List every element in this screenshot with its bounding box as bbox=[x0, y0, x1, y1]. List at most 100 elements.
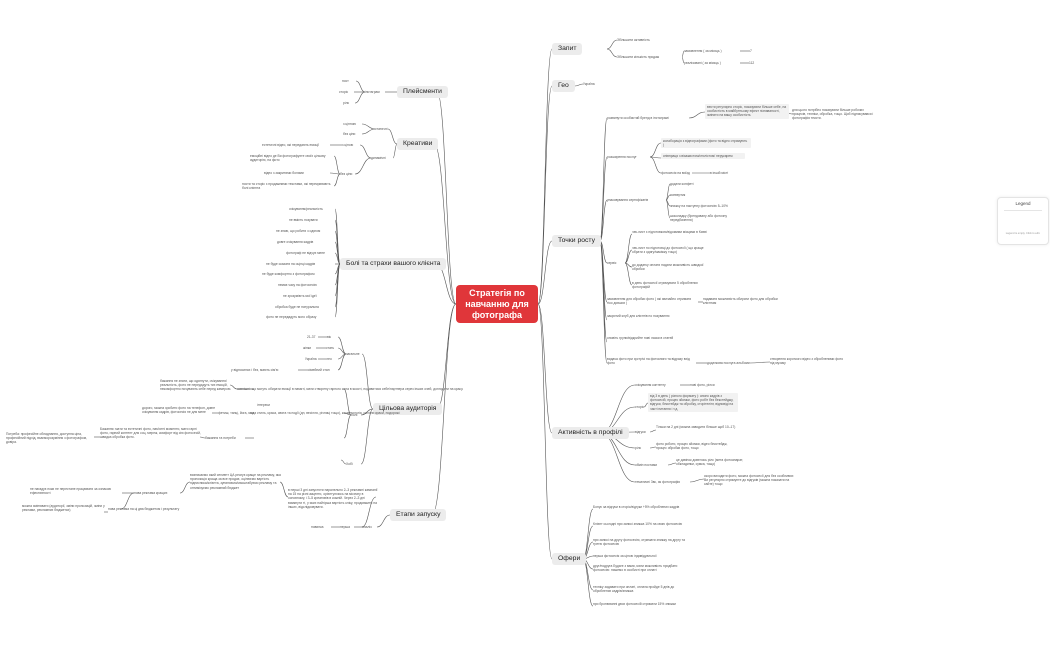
offer-item[interactable]: при записі на другу фотосесію, отримати … bbox=[593, 538, 685, 547]
growth-item[interactable]: оновіть групи/відкрийте нові ласки в ста… bbox=[607, 336, 674, 340]
pain-item[interactable]: немає часу на фотосесію bbox=[278, 283, 317, 287]
growth-item[interactable]: додаткова послуга альбоми bbox=[707, 361, 750, 365]
audience-item[interactable]: бажання не знати, що одягнути, очікуванн… bbox=[160, 379, 232, 392]
growth-item[interactable]: замовлення для обробки фото ( які звичай… bbox=[607, 297, 692, 306]
branch-pains[interactable]: Болі та страхи вашого клієнта bbox=[340, 258, 447, 270]
activity-item[interactable]: фото роботи, процес зйомки, відео бексте… bbox=[656, 442, 728, 451]
audience-item[interactable]: загальне bbox=[346, 352, 360, 356]
creative-item[interactable]: відео з закритими болями bbox=[264, 171, 304, 175]
creative-item[interactable]: без ціни bbox=[343, 132, 356, 136]
growth-item[interactable]: конвертик bbox=[670, 193, 686, 197]
activity-item[interactable]: від 3 в день ( різного формату ): анонс … bbox=[648, 393, 738, 412]
zapyt-value[interactable]: 112 bbox=[749, 61, 755, 65]
zapyt-item[interactable]: Збільшити активність bbox=[617, 38, 650, 42]
activity-item[interactable]: сторіс bbox=[635, 405, 645, 409]
pain-item[interactable]: не буде сказати на оцінці кадрів bbox=[266, 262, 316, 266]
audience-item[interactable]: сімейний стан bbox=[308, 368, 330, 372]
offer-item[interactable]: друг/подруга Будьте з вами, мати можливі… bbox=[593, 564, 678, 573]
placement-item[interactable]: інстаграм bbox=[365, 90, 380, 94]
branch-geo[interactable]: Гео bbox=[552, 80, 575, 92]
zapyt-item[interactable]: реалізовані ( за місяць ) bbox=[684, 61, 721, 65]
central-topic[interactable]: Стратегія по навчанню для фотографа bbox=[456, 285, 538, 323]
pain-item[interactable]: не буде комфортно з фотографом bbox=[262, 272, 315, 276]
audience-item[interactable]: 21-37 bbox=[307, 335, 316, 339]
growth-item[interactable]: колаборація з відеографами (фото та віде… bbox=[661, 138, 751, 149]
growth-item[interactable]: фотосесія на виїзд bbox=[661, 171, 690, 175]
audience-item[interactable]: Україна bbox=[305, 357, 317, 361]
audience-item[interactable]: дорого, можна зробити фото на телефон, д… bbox=[142, 406, 216, 415]
geo-item[interactable]: Україна bbox=[583, 82, 595, 86]
audience-item[interactable]: Потреба: професійне обладнання, доступна… bbox=[6, 432, 87, 445]
activity-item[interactable]: відгуки bbox=[635, 430, 646, 434]
creative-item[interactable]: без ціни bbox=[340, 172, 353, 176]
launch-item[interactable]: в перші 3 дні запустити паралельно 2–3 р… bbox=[288, 488, 378, 509]
audience-item[interactable]: Хобі bbox=[346, 462, 353, 466]
launch-item[interactable]: не нагадує поки не перестане працювати з… bbox=[30, 487, 112, 496]
audience-item[interactable]: у відносинах і без, мають сім'ю bbox=[231, 368, 279, 372]
growth-item[interactable]: в день фотосесії отримувати 5 оброблених… bbox=[632, 281, 698, 290]
growth-item[interactable]: знижку на наступну фотосесію 5–10% bbox=[670, 204, 728, 208]
growth-item[interactable]: вести регулярно сторіс, показувати більш… bbox=[705, 104, 789, 119]
creative-item[interactable]: статичні bbox=[375, 127, 388, 131]
audience-item[interactable]: вік bbox=[327, 335, 331, 339]
creative-item[interactable]: динамічні bbox=[371, 156, 386, 160]
launch-item[interactable]: новинка bbox=[311, 525, 324, 529]
branch-activity[interactable]: Активність в профілі bbox=[552, 427, 629, 439]
offer-item[interactable]: Клієнт сьогодні при записі знижка 10% на… bbox=[593, 522, 683, 526]
branch-offers[interactable]: Офери bbox=[552, 553, 587, 565]
branch-growth[interactable]: Точки росту bbox=[552, 235, 601, 247]
audience-item[interactable]: зовнішні: що могуть обирати емоції в пам… bbox=[237, 387, 464, 391]
growth-item[interactable]: надавати можливість обирати фото для обр… bbox=[703, 297, 778, 306]
placement-item[interactable]: пост bbox=[342, 79, 349, 83]
activity-item[interactable]: скоро виходити фото, можна фотосесії для… bbox=[704, 474, 795, 487]
pain-item[interactable]: не вмієть позувати bbox=[289, 218, 318, 222]
audience-item[interactable]: стать bbox=[326, 346, 335, 350]
growth-item[interactable]: сервіс bbox=[607, 261, 617, 265]
branch-creatives[interactable]: Креативи bbox=[397, 138, 439, 150]
placement-item[interactable]: рілс bbox=[343, 101, 350, 105]
creative-item[interactable]: з ціною bbox=[342, 143, 354, 147]
growth-item[interactable]: для цього потрібно показувати більше роб… bbox=[792, 108, 874, 121]
audience-item[interactable]: бажання та потреби bbox=[205, 436, 236, 440]
audience-item[interactable]: гео bbox=[327, 357, 332, 361]
pain-item[interactable]: обробка буде не натуральна bbox=[275, 305, 319, 309]
launch-item[interactable]: перша bbox=[340, 525, 350, 529]
growth-item[interactable]: шоколадку (брендовану або фоточну передб… bbox=[670, 214, 727, 223]
pain-item[interactable]: фотограф не відчує мене bbox=[286, 251, 325, 255]
growth-item[interactable]: розвинути особистий бренд в інстаграмі bbox=[607, 116, 669, 120]
creative-item[interactable]: естетичні відео, які передають емоції bbox=[262, 143, 319, 147]
launch-item[interactable]: аналіз bbox=[362, 525, 372, 529]
activity-item[interactable]: це дзвінок довелось рілс (мета фотоапара… bbox=[676, 458, 744, 467]
activity-item[interactable]: тематичні 3вс, як фотографія bbox=[635, 480, 680, 484]
launch-item[interactable]: нова реклама кращих bbox=[134, 491, 168, 495]
zapyt-item[interactable]: Збільшити кількість продаж bbox=[617, 55, 660, 59]
audience-item[interactable]: фетиш, танці, йога, мода стиль, краса, с… bbox=[218, 411, 400, 415]
branch-audience[interactable]: Цільова аудиторія bbox=[373, 403, 443, 415]
offer-item[interactable]: техніку задавати при оплаті, оплата прой… bbox=[593, 585, 675, 594]
growth-item[interactable]: створення короткого відео з обробленими … bbox=[770, 357, 844, 366]
creative-item[interactable]: емоційні відео де Ви фотографуєте своїх … bbox=[250, 154, 326, 163]
audience-item[interactable]: інтереси bbox=[257, 403, 271, 407]
activity-item[interactable]: нові фото, рілси bbox=[690, 383, 715, 387]
offer-item[interactable]: Бонус за відгуки в сторіс/відгуки +5% об… bbox=[593, 505, 680, 509]
audience-item[interactable]: жінки bbox=[303, 346, 312, 350]
pain-item[interactable]: довге очікування кадрів bbox=[277, 240, 314, 244]
zapyt-item[interactable]: замовлення ( за місяць ) bbox=[684, 49, 722, 53]
offer-item[interactable]: перша фотосесія за ціною індивідуальної bbox=[593, 554, 657, 558]
branch-launch[interactable]: Етапи запуску bbox=[390, 509, 447, 521]
growth-item[interactable]: до додатку оплати надати можливість швид… bbox=[632, 263, 704, 272]
growth-item[interactable]: чек-лист з підготовкою/відомими місцями … bbox=[632, 230, 707, 234]
creative-item[interactable]: з цінною bbox=[343, 122, 356, 126]
pain-item[interactable]: не знаю, що робити з одягом bbox=[276, 229, 321, 233]
legend-panel[interactable]: Legend Legend is empty. Click to edit. bbox=[997, 197, 1049, 245]
launch-item[interactable]: визначаємо який сегмент ЦА реагує краще … bbox=[190, 473, 281, 490]
launch-item[interactable]: нова реклама на ці два бюджетом і резуль… bbox=[108, 507, 180, 511]
activity-item[interactable]: очікування контенту bbox=[635, 383, 666, 387]
zapyt-value[interactable]: 7 bbox=[750, 49, 752, 53]
growth-item[interactable]: закритий клуб для клієнтів по позуванню bbox=[607, 314, 670, 318]
growth-item[interactable]: в іншій місті bbox=[710, 171, 729, 175]
pain-item[interactable]: не зрозуміють мої ідеї bbox=[283, 294, 317, 298]
branch-zapyt[interactable]: Запит bbox=[552, 43, 583, 55]
growth-item[interactable]: розширення послуг bbox=[607, 155, 637, 159]
placement-item[interactable]: сторіс bbox=[339, 90, 349, 94]
